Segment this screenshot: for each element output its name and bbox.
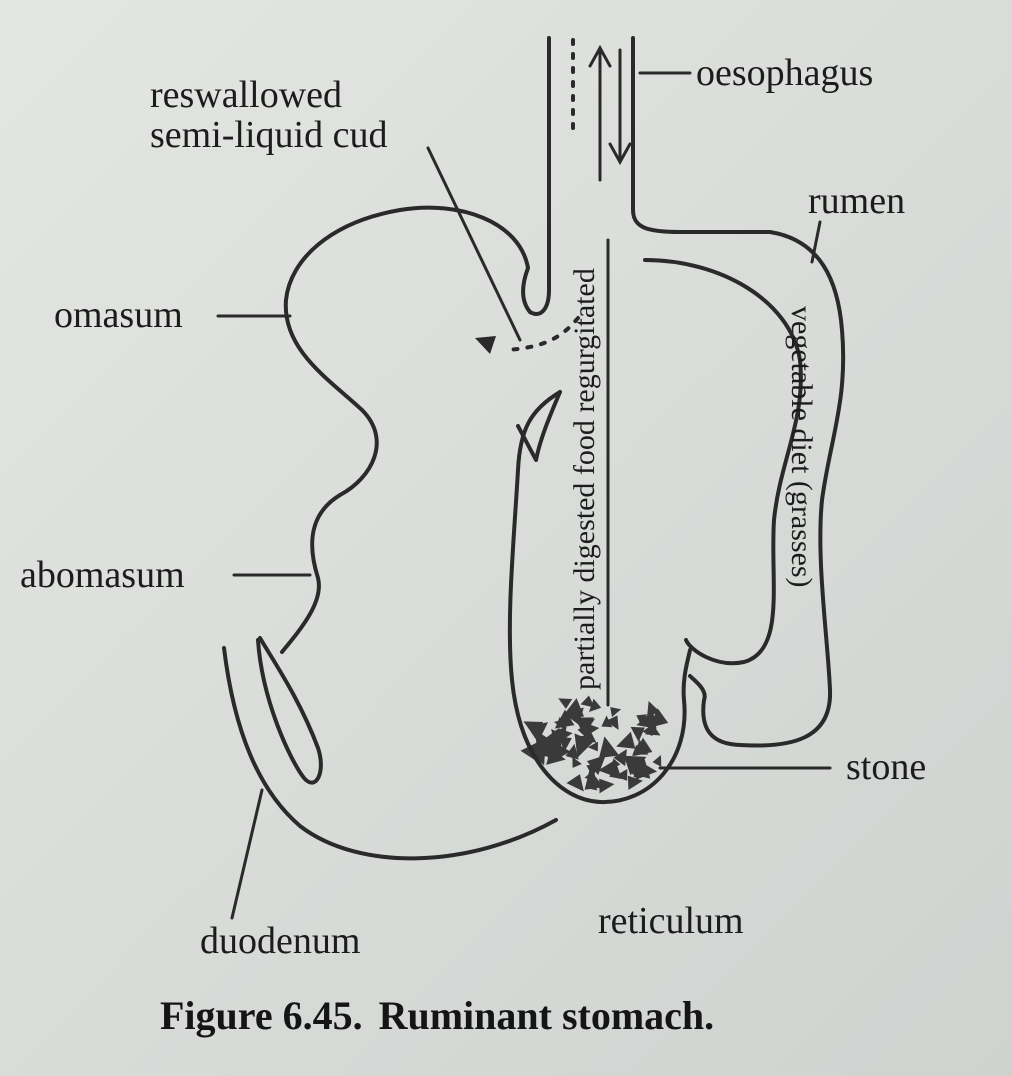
label-stone: stone <box>846 746 927 788</box>
stone-piece <box>633 760 650 778</box>
reticulum-wall <box>507 390 692 805</box>
stone-piece <box>599 778 615 794</box>
figure-number: Figure 6.45. <box>160 993 363 1038</box>
stone-piece <box>574 733 594 758</box>
stone-piece <box>538 739 558 763</box>
stone-piece <box>572 756 582 768</box>
stone-piece <box>565 743 579 760</box>
stone-piece <box>613 749 627 767</box>
stone-piece <box>652 754 662 767</box>
label-abomasum: abomasum <box>20 554 185 596</box>
stone-piece <box>555 716 566 728</box>
stone-piece <box>580 695 595 708</box>
omasum-abomasum-wall <box>280 205 532 654</box>
stone-piece <box>523 721 544 737</box>
stone-piece <box>566 774 584 792</box>
stone-piece <box>586 781 598 791</box>
stone-piece <box>610 707 622 718</box>
stone-cluster <box>520 695 669 794</box>
stone-piece <box>584 769 596 781</box>
stone-piece <box>636 714 648 725</box>
up-arrow-head <box>588 44 612 68</box>
stone-piece <box>636 710 657 729</box>
stone-piece <box>645 723 661 736</box>
label-oesophagus: oesophagus <box>696 52 874 94</box>
figure-caption: Figure 6.45. Ruminant stomach. <box>160 994 860 1038</box>
stone-piece <box>647 700 661 716</box>
reticulum-fold <box>516 390 562 462</box>
stone-piece <box>630 726 645 742</box>
label-omasum: omasum <box>54 294 183 336</box>
stone-piece <box>611 758 621 770</box>
label-regurgitated: partially digested food regurgitated <box>568 268 601 690</box>
oesophagus-left-wall <box>528 36 551 316</box>
stone-piece <box>576 718 596 736</box>
down-arrow-head <box>608 142 632 166</box>
label-vegetable-diet: vegetable diet (grasses) <box>785 306 818 588</box>
oesophagus-right-wall <box>631 36 772 234</box>
reswallowed-arrowhead <box>475 336 496 354</box>
leader-rumen <box>810 220 822 264</box>
stone-piece <box>601 741 612 753</box>
stone-piece <box>588 698 602 712</box>
duodenum-outer-wall <box>222 646 558 861</box>
label-reswallowed-2: semi-liquid cud <box>150 114 388 156</box>
stone-piece <box>598 759 616 777</box>
label-reswallowed-1: reswallowed <box>150 74 343 116</box>
label-duodenum: duodenum <box>200 920 361 962</box>
label-reticulum: reticulum <box>598 900 744 942</box>
rumen-inner-wall <box>643 258 803 666</box>
stone-piece <box>605 715 619 730</box>
stone-piece <box>623 755 647 776</box>
stone-piece <box>558 728 573 742</box>
stone-piece <box>558 698 573 709</box>
figure-title: Ruminant stomach. <box>378 993 715 1038</box>
label-rumen: rumen <box>808 180 906 222</box>
stone-piece <box>587 741 598 752</box>
reswallowed-dotted-path <box>503 316 580 352</box>
abomasum-lower-wall <box>256 636 323 785</box>
stone-piece <box>616 731 636 749</box>
leader-duodenum <box>230 788 264 920</box>
leader-reswallowed <box>426 146 522 342</box>
rumen-wall <box>688 230 846 748</box>
stone-piece <box>627 775 643 791</box>
stone-piece <box>615 769 628 781</box>
stone-piece <box>633 739 649 755</box>
